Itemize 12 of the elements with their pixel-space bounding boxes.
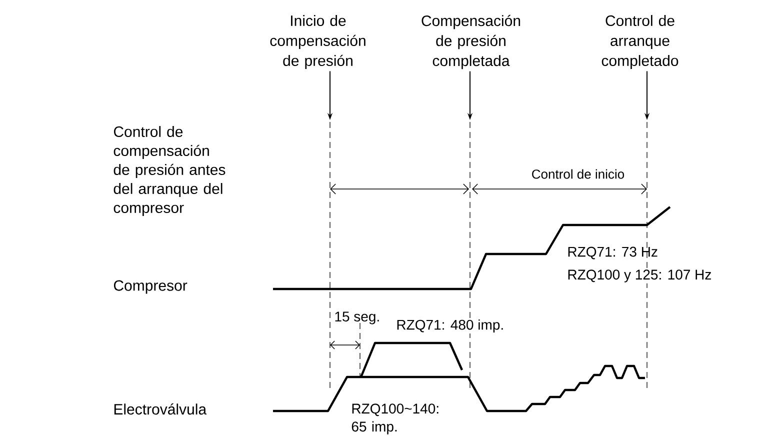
label: Compresor bbox=[114, 280, 188, 294]
label: RZQ100 y 125: 107 Hz bbox=[566, 268, 713, 284]
label: RZQ100~140: 65 imp. bbox=[352, 404, 438, 434]
label: Electroválvula bbox=[114, 403, 207, 415]
label: Control de compensación de presión antes del arranque del compresor bbox=[114, 126, 226, 216]
event-heading: Compensación de presión completada bbox=[422, 14, 520, 70]
label: Control de inicio bbox=[532, 169, 624, 179]
label: RZQ71: 480 imp. bbox=[395, 318, 506, 334]
event-heading: Control de arranque completado bbox=[602, 15, 678, 69]
event-heading: Inicio de compensación de presión bbox=[270, 15, 366, 69]
label: RZQ71: 73 Hz bbox=[568, 246, 658, 260]
label: 15 seg. bbox=[335, 312, 379, 324]
